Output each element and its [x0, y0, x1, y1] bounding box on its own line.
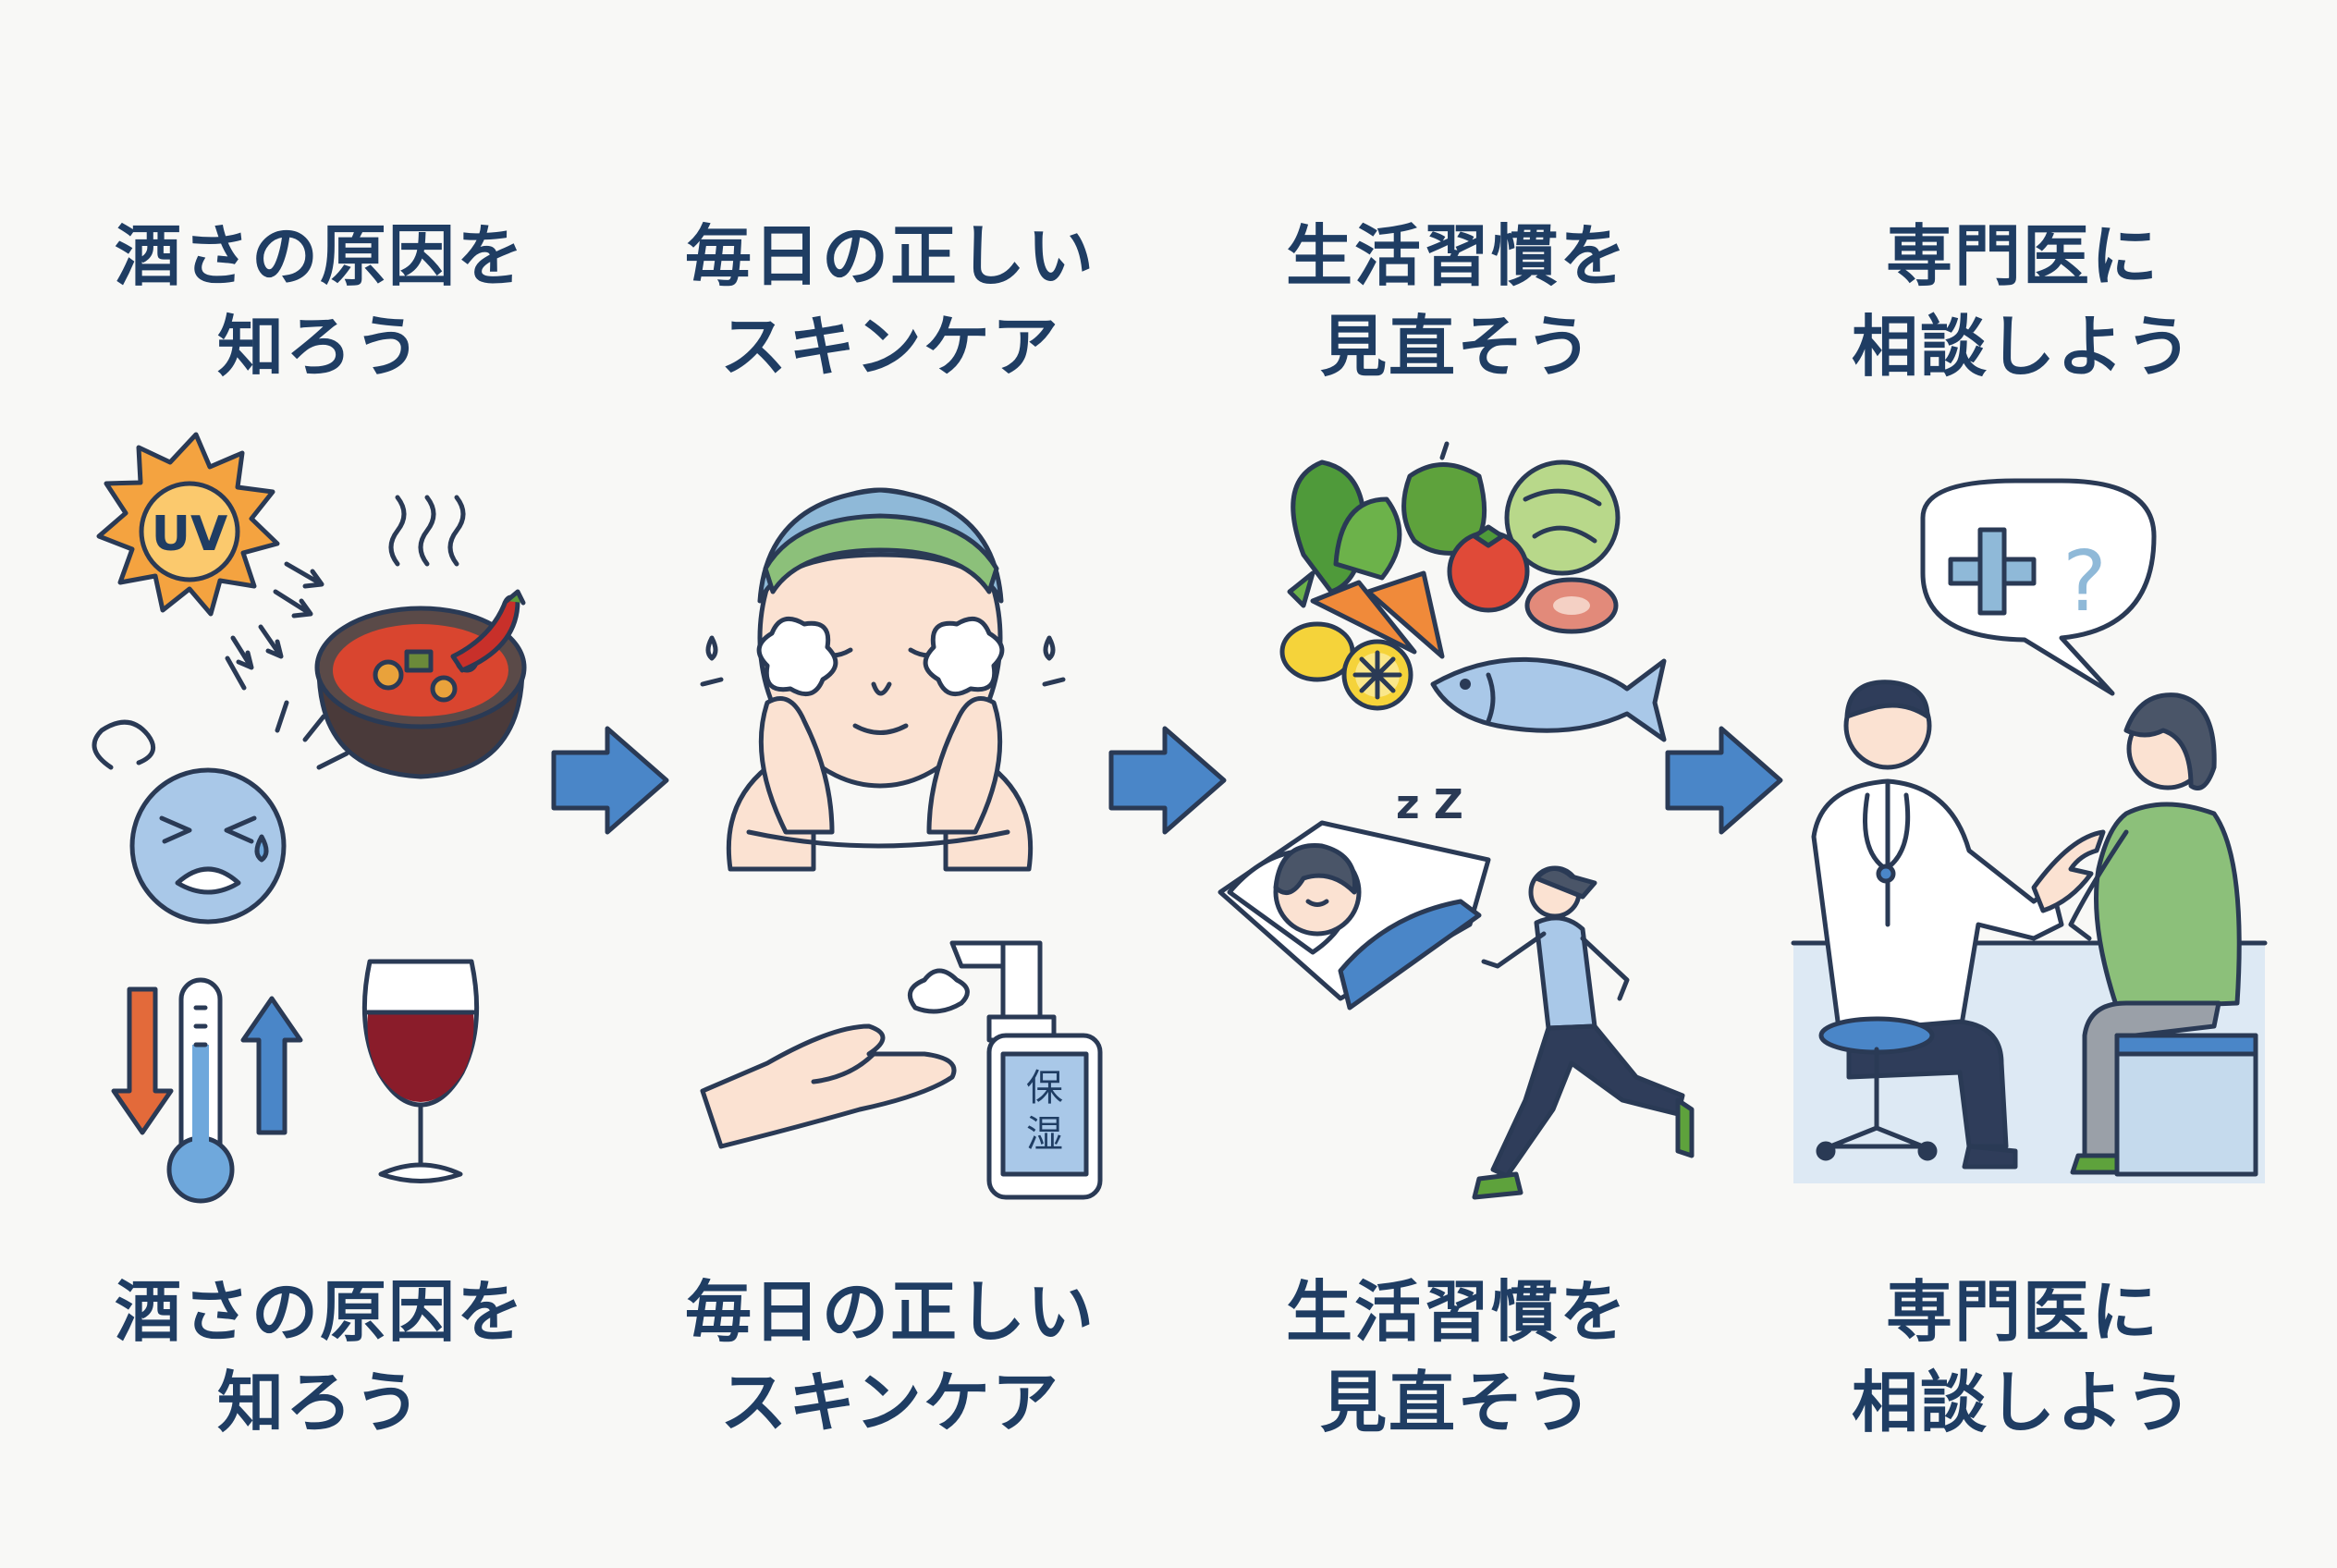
step4-top-title: 専門医に 相談しよう — [1851, 217, 2194, 386]
speech-bubble-icon: ? — [1920, 478, 2157, 696]
step4-bottom-title: 専門医に 相談しよう — [1851, 1273, 2194, 1441]
step3-bottom-title: 生活習慣を 見直そう — [1285, 1273, 1628, 1441]
next-arrow-1 — [551, 726, 669, 835]
wine-glass-icon — [361, 959, 480, 1183]
thermometer-icon — [111, 977, 303, 1204]
spicy-soup-icon — [314, 495, 527, 779]
step1-bottom-title: 酒さの原因を 知ろう — [114, 1273, 525, 1441]
next-arrow-3 — [1665, 726, 1783, 835]
moisturizer-bottle-icon: 保 湿 — [949, 940, 1103, 1200]
runner-icon — [1472, 865, 1695, 1200]
sleeping-icon: z Z — [1217, 781, 1491, 1011]
bubble-question: ? — [2062, 533, 2107, 631]
step3-top-title: 生活習慣を 見直そう — [1285, 217, 1628, 386]
sun-uv-icon: UV — [96, 432, 280, 617]
step2-bottom-title: 毎日の正しい スキンケア — [684, 1273, 1095, 1441]
fish-icon — [1430, 656, 1667, 742]
doctor-consultation-icon — [1791, 680, 2268, 1183]
face-washing-icon — [700, 487, 1066, 872]
hand-cream-icon — [700, 968, 970, 1149]
sleep-z-label: z Z — [1396, 781, 1463, 828]
step1-top-title: 酒さの原因を 知ろう — [114, 217, 525, 386]
step2-top-title: 毎日の正しい スキンケア — [684, 217, 1095, 386]
stressed-face-icon — [92, 700, 349, 925]
vegetables-icon — [1279, 441, 1621, 711]
bottle-label-2: 湿 — [1026, 1113, 1063, 1156]
uv-rays-icon — [225, 561, 324, 691]
next-arrow-2 — [1108, 726, 1227, 835]
uv-label: UV — [152, 507, 227, 562]
bottle-label-1: 保 — [1026, 1067, 1063, 1109]
